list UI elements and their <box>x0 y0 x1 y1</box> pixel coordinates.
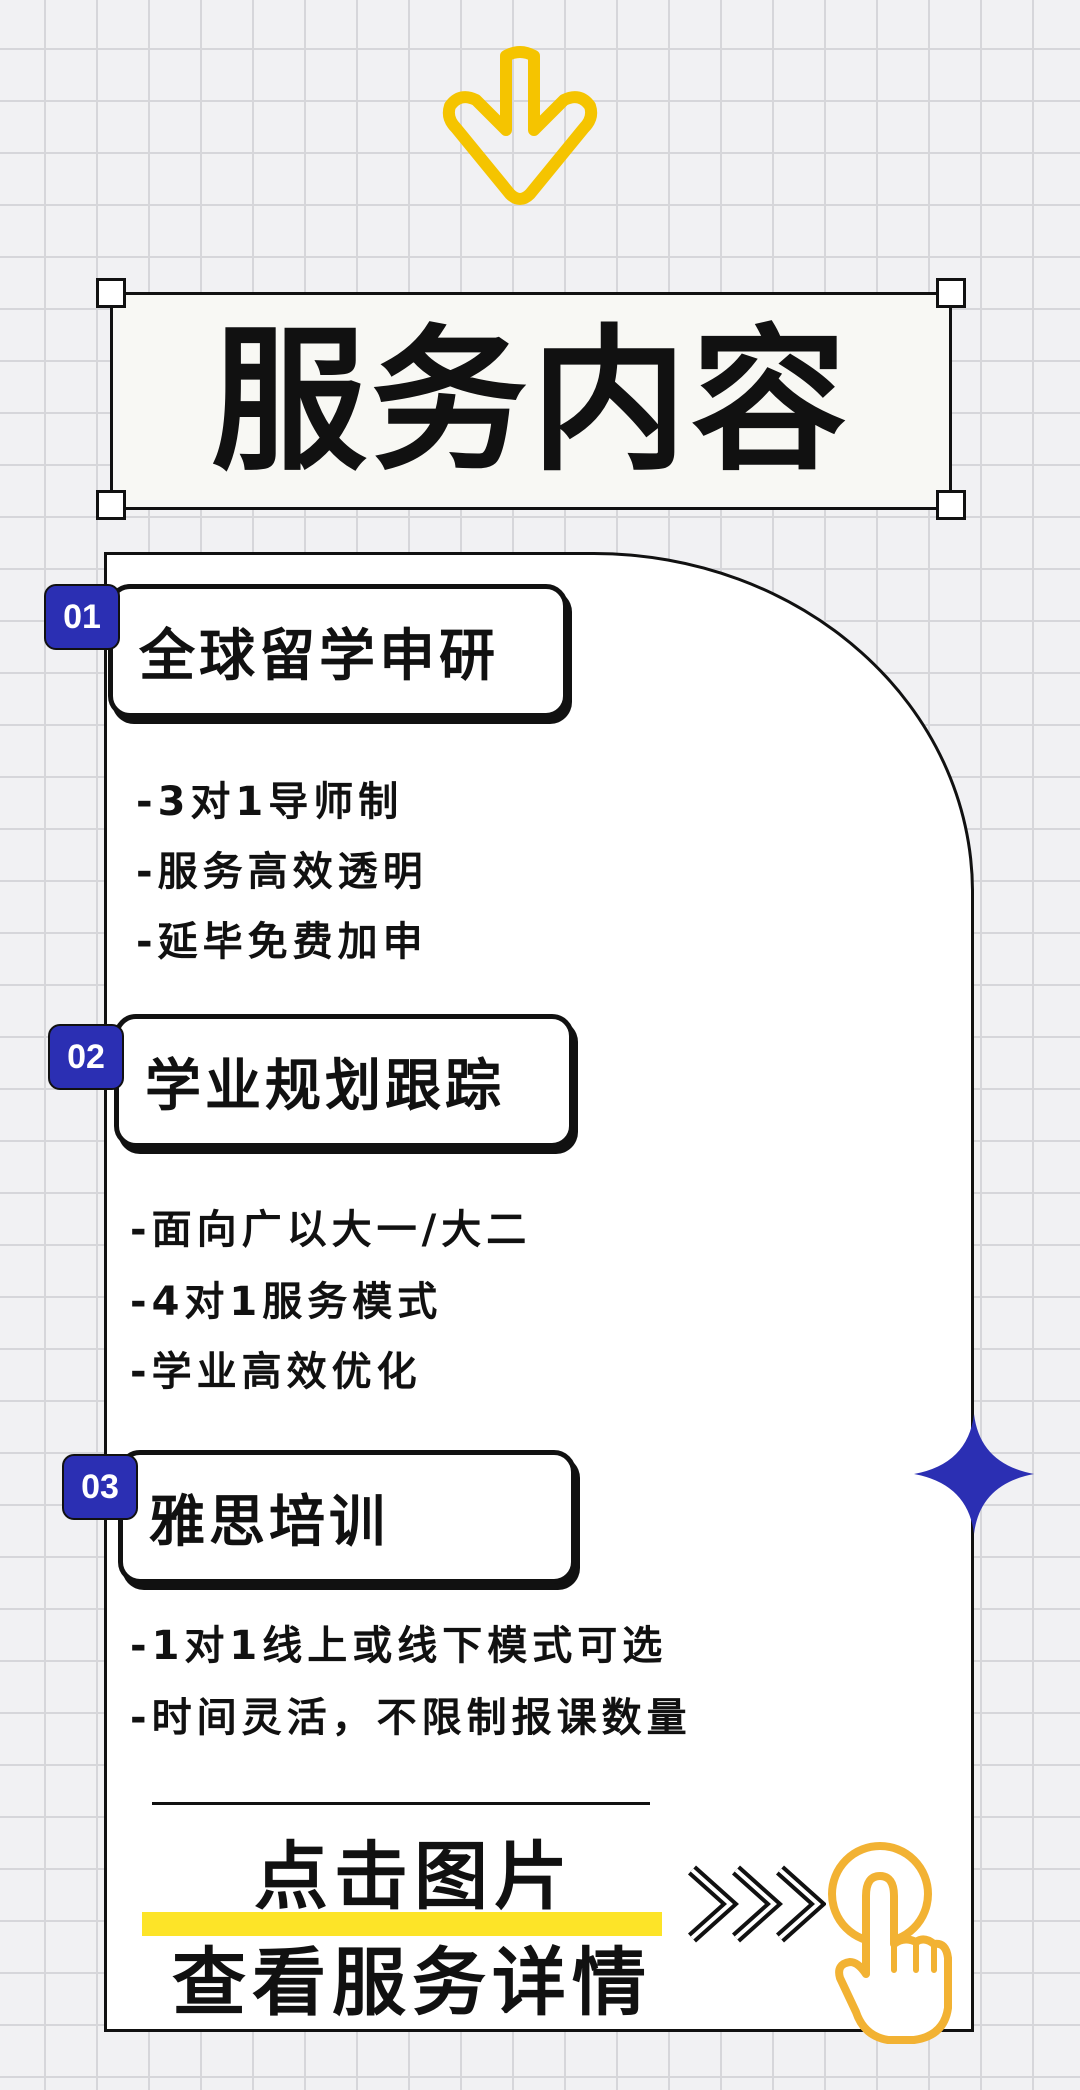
section-bullet: -学业高效优化 <box>130 1349 422 1395</box>
title-corner-handle <box>936 278 966 308</box>
section-bullet: -面向广以大一/大二 <box>130 1207 532 1253</box>
title-corner-handle <box>96 278 126 308</box>
pointing-hand-icon[interactable] <box>820 1836 960 2046</box>
title-box <box>110 292 952 510</box>
section-bullet: -时间灵活，不限制报课数量 <box>130 1695 692 1741</box>
section-number-badge: 03 <box>62 1454 138 1520</box>
section-bullet: -1对1线上或线下模式可选 <box>130 1623 668 1669</box>
four-point-star-icon <box>914 1414 1034 1534</box>
section-bullet: -4对1服务模式 <box>130 1279 443 1325</box>
section-number-badge: 02 <box>48 1024 124 1090</box>
highlight-bar <box>142 1912 662 1936</box>
section-heading: 全球留学申研 <box>108 584 568 718</box>
section-number-badge: 01 <box>44 584 120 650</box>
double-chevron-right-icon <box>687 1865 826 1943</box>
content-card <box>104 552 974 2032</box>
cta-line-2[interactable]: 查看服务详情 <box>172 1940 652 2026</box>
section-heading: 学业规划跟踪 <box>114 1014 574 1148</box>
page-title: 服务内容 <box>211 309 851 492</box>
section-bullet: -3对1导师制 <box>136 779 404 825</box>
title-corner-handle <box>936 490 966 520</box>
cta-line-1[interactable]: 点击图片 <box>254 1834 574 1920</box>
title-corner-handle <box>96 490 126 520</box>
section-heading: 雅思培训 <box>118 1450 576 1584</box>
section-bullet: -服务高效透明 <box>136 849 428 895</box>
divider <box>152 1802 650 1805</box>
section-bullet: -延毕免费加申 <box>136 919 428 965</box>
down-arrow-icon <box>442 46 598 205</box>
